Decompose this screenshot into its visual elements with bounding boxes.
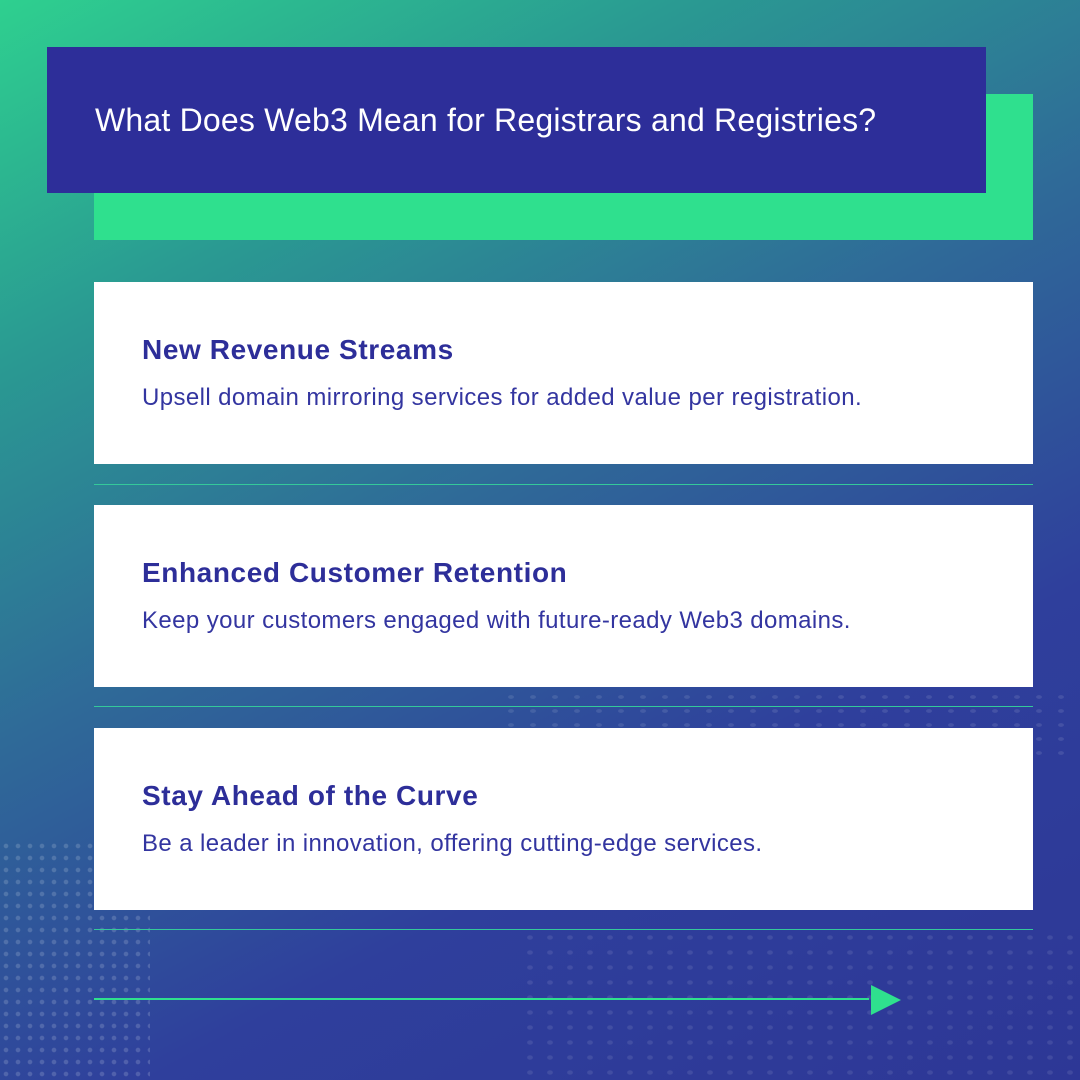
benefit-card-innovation: Stay Ahead of the Curve Be a leader in i… [94,728,1033,910]
divider-line [94,484,1033,485]
title-box: What Does Web3 Mean for Registrars and R… [47,47,986,193]
divider-line [94,929,1033,930]
card-heading: Enhanced Customer Retention [142,557,568,588]
arrow-line [94,998,869,1000]
card-description: Keep your customers engaged with future-… [142,607,851,634]
benefit-card-retention: Enhanced Customer Retention Keep your cu… [94,505,1033,687]
card-description: Be a leader in innovation, offering cutt… [142,830,763,857]
divider-line [94,706,1033,707]
page-title: What Does Web3 Mean for Registrars and R… [95,101,877,138]
card-heading: New Revenue Streams [142,334,454,365]
dot-pattern-bottom-right [520,930,1080,1080]
benefit-card-revenue: New Revenue Streams Upsell domain mirror… [94,282,1033,464]
card-description: Upsell domain mirroring services for add… [142,384,863,411]
card-heading: Stay Ahead of the Curve [142,780,479,811]
arrow-right-icon [871,985,901,1015]
